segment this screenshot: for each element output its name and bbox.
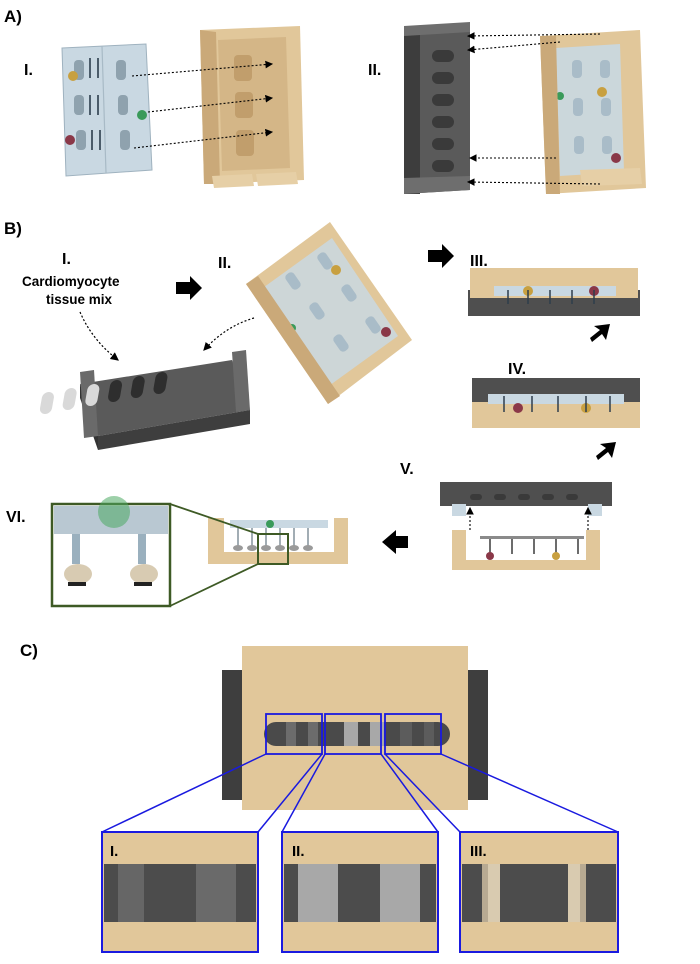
- c-zoom-iii-label: III.: [470, 843, 487, 860]
- b-arrow-1: [176, 276, 202, 300]
- panel-b-sub-iii: III.: [470, 253, 488, 270]
- panel-b-sub-iv: IV.: [508, 361, 526, 378]
- c-zoom-i: I.: [101, 831, 259, 953]
- panel-b-sub-vi: VI.: [6, 509, 26, 526]
- b-iv-assembly: [472, 378, 640, 428]
- red-dot: [65, 135, 75, 145]
- a-i-glass-plate: [61, 43, 153, 177]
- panel-a-label: A): [4, 7, 22, 26]
- b-arrow-4: [596, 442, 616, 460]
- c-zoom-iii: III.: [459, 831, 619, 953]
- panel-c-label: C): [20, 641, 38, 660]
- gold-dot: [68, 71, 78, 81]
- b-v-separated: [440, 482, 612, 570]
- b-vi-zoom-box: [257, 533, 289, 565]
- b-iii-assembly: [468, 268, 640, 316]
- a-ii-tan-assembly: [540, 30, 646, 194]
- a-ii-dark-bar: [404, 22, 470, 194]
- cell-text-line2: tissue mix: [46, 292, 113, 307]
- b-arrow-3: [590, 324, 610, 342]
- b-arrow-5: [382, 530, 408, 554]
- panel-a-sub-ii: II.: [368, 62, 381, 79]
- panel-b-sub-v: V.: [400, 461, 414, 478]
- cell-text-line1: Cardiomyocyte: [22, 274, 120, 289]
- b-arrow-2: [428, 244, 454, 268]
- b-ii-flip-arrow: [203, 317, 255, 351]
- c-zoom-lines: [101, 753, 619, 833]
- green-dot: [137, 110, 147, 120]
- panel-a-sub-i: I.: [24, 62, 33, 79]
- panel-b-sub-ii: II.: [218, 255, 231, 272]
- b-vi-zoom-lines: [169, 503, 259, 607]
- c-zoom-ii: II.: [281, 831, 439, 953]
- c-zoom-ii-label: II.: [292, 843, 305, 860]
- b-ii-tilted-assembly: [246, 222, 412, 404]
- c-top-assembly: [222, 646, 488, 810]
- b-vi-zoom-inset: [50, 496, 172, 608]
- b-dark-mold: [39, 350, 250, 450]
- b-i-pour-arrow: [79, 311, 119, 361]
- panel-b-label: B): [4, 219, 22, 238]
- a-i-connector-arrows: [131, 60, 274, 149]
- a-ii-connector-arrows: [466, 32, 601, 186]
- c-zoom-i-label: I.: [110, 843, 118, 860]
- panel-b-sub-i: I.: [62, 251, 71, 268]
- a-i-tan-holder: [200, 26, 304, 188]
